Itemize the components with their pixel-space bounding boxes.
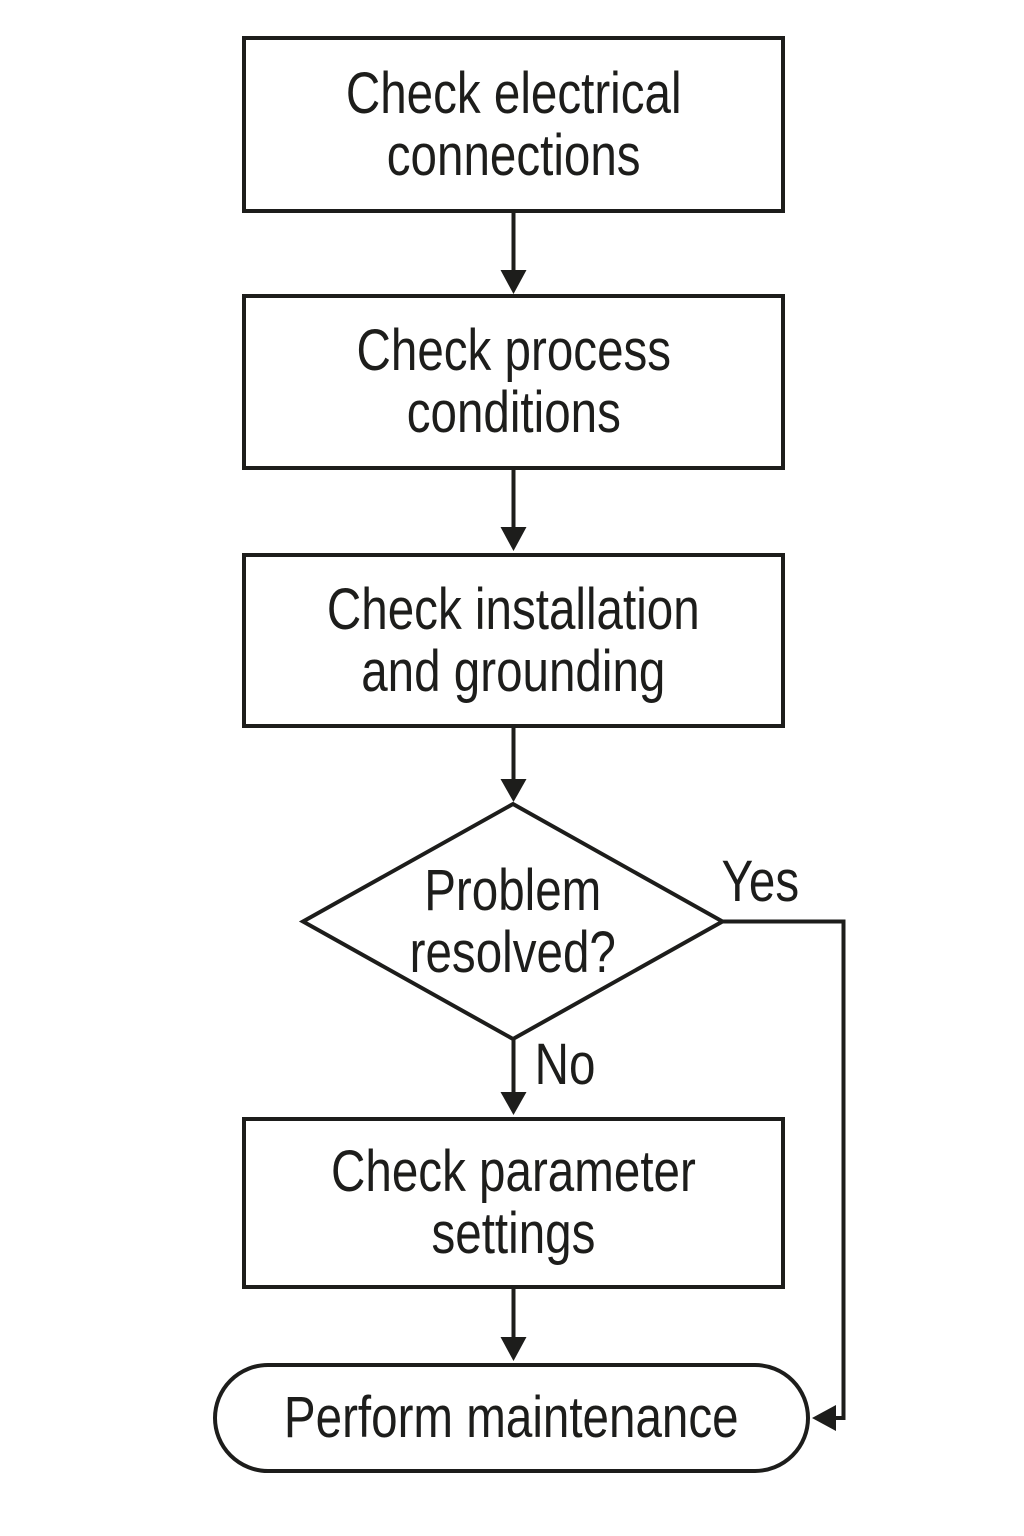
process-check-parameter-settings: Check parameter settings [242, 1117, 785, 1289]
decision-problem-resolved: Problem resolved? [333, 857, 693, 985]
arrowhead-process-to-installation [500, 527, 527, 551]
node-label: Check process conditions [356, 318, 671, 445]
edge-label-yes: Yes [721, 849, 799, 914]
arrowhead-installation-to-decision [500, 779, 527, 802]
node-label: Problem resolved? [409, 857, 617, 985]
node-label: Check parameter settings [331, 1139, 696, 1266]
arrowhead-no-to-parameter [500, 1092, 527, 1115]
connector-yes-line [722, 919, 846, 1420]
edge-label-no: No [534, 1032, 596, 1097]
arrowhead-parameter-to-maintenance [500, 1337, 527, 1361]
terminator-perform-maintenance: Perform maintenance [213, 1363, 810, 1473]
process-check-installation-grounding: Check installation and grounding [242, 553, 785, 728]
arrowhead-yes-to-maintenance [812, 1405, 836, 1431]
process-check-process-conditions: Check process conditions [242, 294, 785, 470]
node-label: Check electrical connections [345, 60, 682, 188]
node-label: Perform maintenance [284, 1385, 739, 1450]
process-check-electrical-connections: Check electrical connections [242, 36, 785, 213]
arrowhead-electrical-to-process [500, 270, 527, 294]
node-label: Check installation and grounding [327, 576, 700, 704]
